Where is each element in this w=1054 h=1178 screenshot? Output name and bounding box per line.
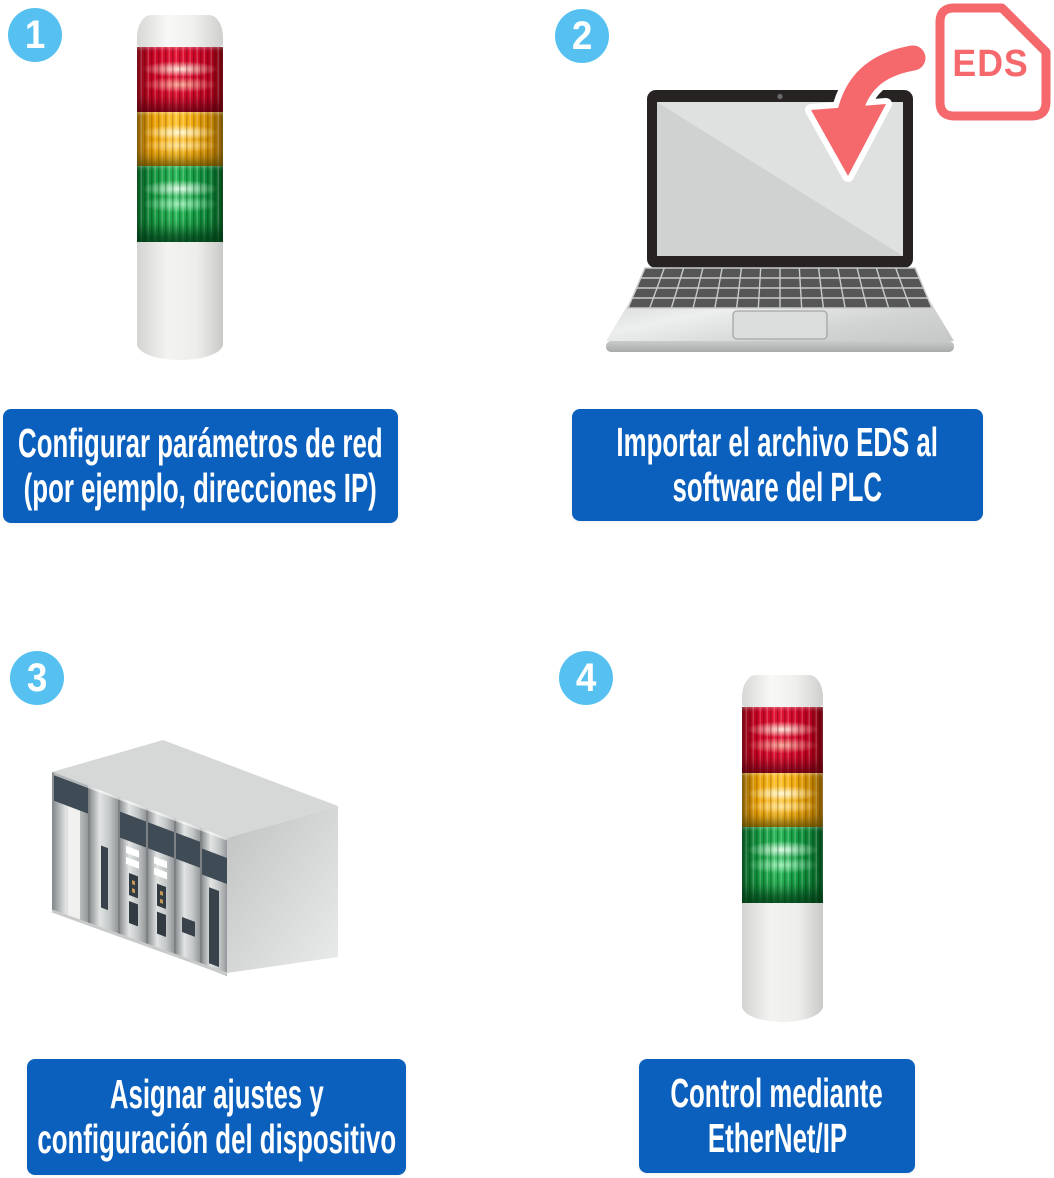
step-2-label-line-2: software del PLC: [672, 464, 883, 510]
tower-body: [137, 241, 223, 360]
step-3-label: Asignar ajustes y configuración del disp…: [27, 1059, 406, 1175]
step-4-label: Control mediante EtherNet/IP: [639, 1059, 915, 1173]
tower-green-light: [742, 827, 823, 904]
eds-file-label: EDS: [952, 42, 1030, 85]
step-1-label-line-2: (por ejemplo, direcciones IP): [23, 465, 378, 511]
step-2-badge: 2: [555, 9, 609, 63]
step-3-badge: 3: [10, 651, 64, 705]
step-4-label-line-2: EtherNet/IP: [707, 1115, 847, 1161]
step-1-badge: 1: [8, 8, 62, 62]
eds-file-icon: [935, 3, 1051, 121]
tower-amber-light: [137, 111, 223, 167]
step-4-number: 4: [575, 655, 597, 700]
tower-cap: [137, 15, 223, 48]
step-1-label-line-1: Configurar parámetros de red: [18, 420, 383, 466]
step-3-label-line-2: configuración del dispositivo: [37, 1116, 396, 1162]
plc-rack-icon: [51, 740, 338, 976]
tower-body: [742, 903, 823, 1022]
step-2-label-line-1: Importar el archivo EDS al: [616, 419, 939, 465]
signal-tower-illustration-1: [137, 15, 223, 360]
step-1-number: 1: [24, 12, 46, 57]
step-4-label-line-1: Control mediante: [670, 1070, 884, 1116]
tower-red-light: [137, 47, 223, 112]
tower-cap: [742, 675, 823, 708]
step-2-label: Importar el archivo EDS al software del …: [572, 409, 983, 521]
step-3-number: 3: [26, 655, 48, 700]
step-2-number: 2: [571, 13, 593, 58]
import-arrow-icon: [805, 39, 932, 182]
tower-amber-light: [742, 772, 823, 828]
step-4-badge: 4: [559, 651, 613, 705]
step-3-label-line-1: Asignar ajustes y: [109, 1071, 324, 1117]
step-1-label: Configurar parámetros de red (por ejempl…: [3, 409, 398, 523]
tower-green-light: [137, 166, 223, 242]
signal-tower-illustration-4: [742, 675, 823, 1022]
tower-red-light: [742, 707, 823, 773]
